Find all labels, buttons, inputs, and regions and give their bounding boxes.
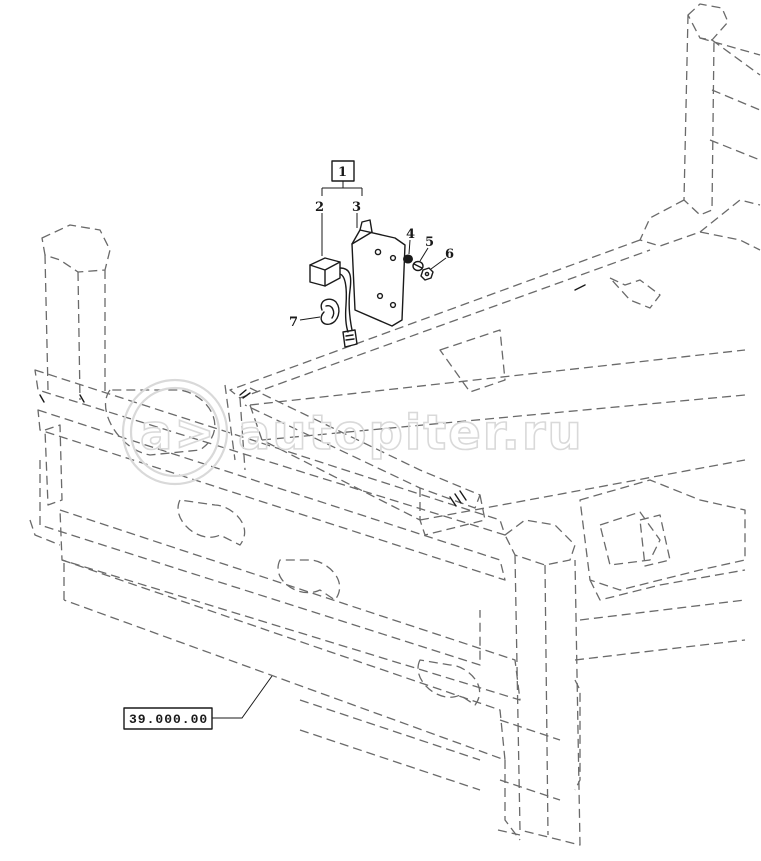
leader-5 [419,247,429,262]
wire-clip-inner [325,305,335,319]
watermark-logo: a> [140,405,217,461]
frame-marks [39,284,586,507]
reference-label: 39.000.00 [123,675,273,730]
callout-labels: 1 2 3 4 5 6 7 [289,165,454,330]
callout-7: 7 [289,315,298,330]
wire-to-plate [351,231,373,245]
callout-1-bracket [321,181,363,196]
connector-lines [345,334,355,341]
callout-3: 3 [352,200,361,215]
callout-6: 6 [445,247,454,262]
plate-hole-2 [389,254,397,262]
reference-code: 39.000.00 [129,712,208,727]
mounting-plate [351,229,406,327]
sensor-edges [309,261,341,287]
lock-washer-5 [412,260,424,272]
plate-hole-4 [389,301,397,309]
watermark-logo-ring-inner [129,386,221,478]
wire-harness-2 [339,273,349,333]
callout-5: 5 [425,235,434,250]
phantom-frame [29,3,761,846]
parts-assembly [299,160,447,348]
wire-clip [320,298,340,326]
callout-4: 4 [406,227,415,242]
reference-leader [212,675,273,719]
nut-6-hole [424,271,430,277]
reference-box [123,707,213,730]
washer-4 [403,254,413,264]
plate-hole-3 [376,292,384,300]
watermark-logo-ring [121,378,229,486]
nut-6 [420,267,434,281]
wire-harness [339,267,353,331]
watermark-text: autopiter.ru [238,405,584,461]
lock-washer-5-split [413,263,423,269]
sensor-body [309,257,341,287]
leader-6 [430,257,447,270]
connector [342,329,358,348]
leader-7 [299,316,321,321]
watermark: a> autopiter.ru [121,378,584,486]
leader-4 [408,239,411,255]
callout-1: 1 [338,165,347,180]
callout-2: 2 [315,200,324,215]
plate-hole-1 [374,248,382,256]
plate-tab [359,219,373,233]
